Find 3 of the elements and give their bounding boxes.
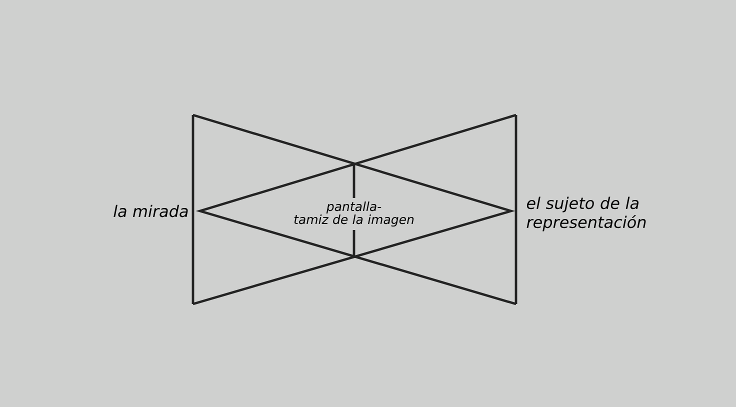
side-label: el sujeto de la representación [526, 196, 646, 232]
side-label: la mirada [114, 204, 188, 218]
screen-label: pantalla- tamiz de la imagen [294, 201, 414, 227]
